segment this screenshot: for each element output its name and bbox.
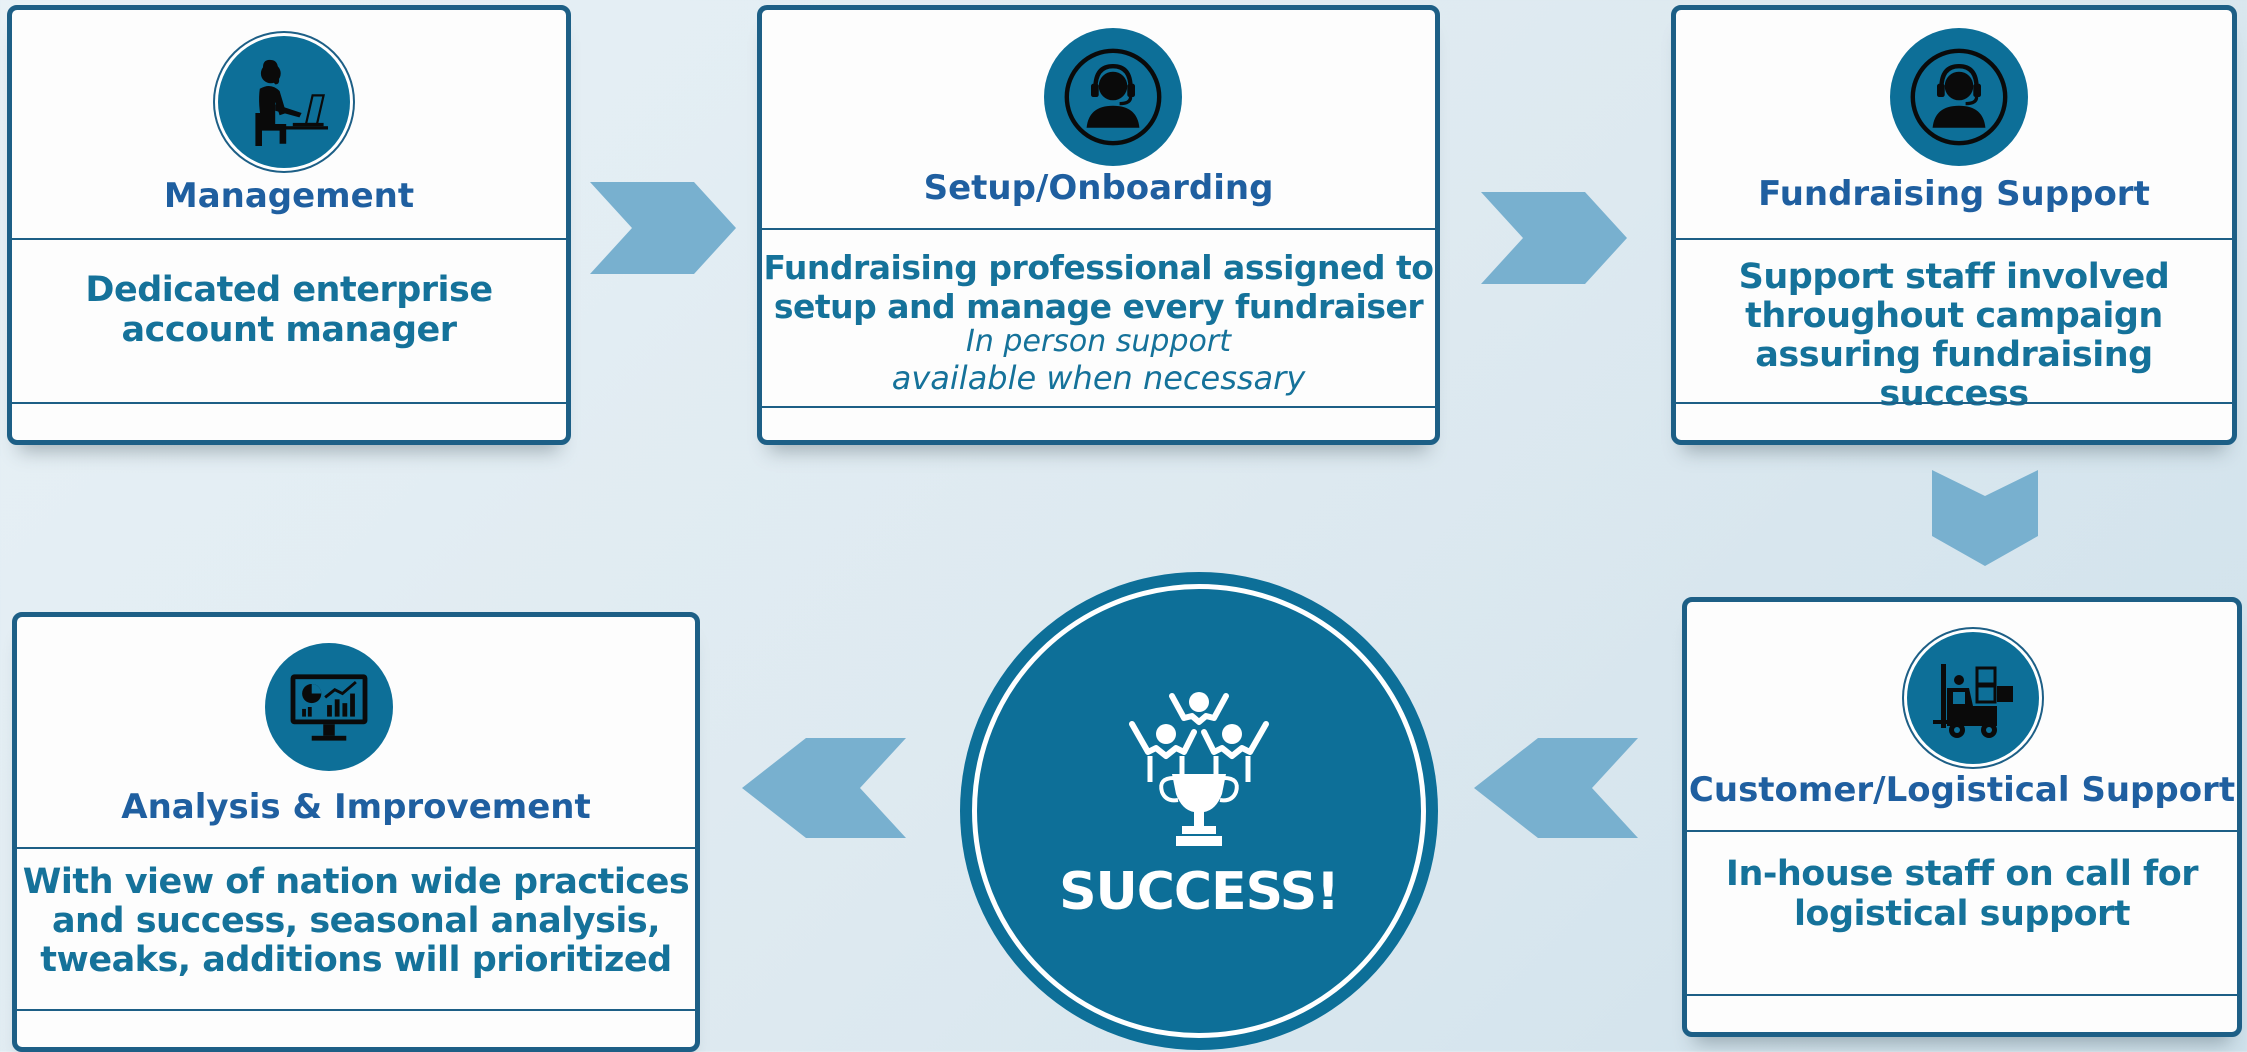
step-title: Customer/Logistical Support xyxy=(1688,770,2236,810)
headset-agent-icon xyxy=(1890,28,2028,166)
step-title: Analysis & Improvement xyxy=(121,787,591,827)
divider xyxy=(1676,238,2232,240)
step-note: In person support available when necessa… xyxy=(891,324,1306,397)
step-title: Setup/Onboarding xyxy=(923,168,1274,208)
step-card-analysis-improvement: Analysis & Improvement With view of nati… xyxy=(12,612,700,1052)
arrow-down-icon xyxy=(1932,470,2038,566)
step-description: Dedicated enterprise account manager xyxy=(85,270,493,350)
divider xyxy=(17,1009,695,1011)
step-card-fundraising-support: Fundraising Support Support staff involv… xyxy=(1671,5,2237,445)
step-title: Management xyxy=(163,176,415,216)
step-description: With view of nation wide practices and s… xyxy=(22,862,690,980)
headset-agent-icon xyxy=(1044,28,1182,166)
divider xyxy=(762,228,1435,230)
step-card-management: Management Dedicated enterprise account … xyxy=(7,5,571,445)
step-description: Support staff involved throughout campai… xyxy=(1738,257,2170,414)
step-card-customer-logistical-support: Customer/Logistical Support In-house sta… xyxy=(1682,597,2242,1037)
divider xyxy=(12,238,566,240)
success-label: SUCCESS! xyxy=(1059,862,1340,922)
step-title: Fundraising Support xyxy=(1758,174,2150,214)
divider xyxy=(12,402,566,404)
arrow-left-icon xyxy=(742,738,906,838)
divider xyxy=(1687,994,2237,996)
divider xyxy=(1676,402,2232,404)
step-description: Fundraising professional assigned to set… xyxy=(763,248,1434,326)
step-card-setup-onboarding: Setup/Onboarding Fundraising professiona… xyxy=(757,5,1440,445)
team-trophy-icon xyxy=(1129,692,1269,846)
divider xyxy=(17,847,695,849)
divider xyxy=(1687,830,2237,832)
divider xyxy=(762,406,1435,408)
arrow-right-icon xyxy=(1481,192,1627,284)
arrow-left-icon xyxy=(1474,738,1638,838)
analytics-monitor-icon xyxy=(265,643,393,771)
forklift-icon xyxy=(1907,632,2039,764)
arrow-right-icon xyxy=(590,182,736,274)
success-circle-ring xyxy=(972,584,1426,1038)
step-description: In-house staff on call for logistical su… xyxy=(1725,854,2199,934)
person-at-laptop-icon xyxy=(218,36,350,168)
